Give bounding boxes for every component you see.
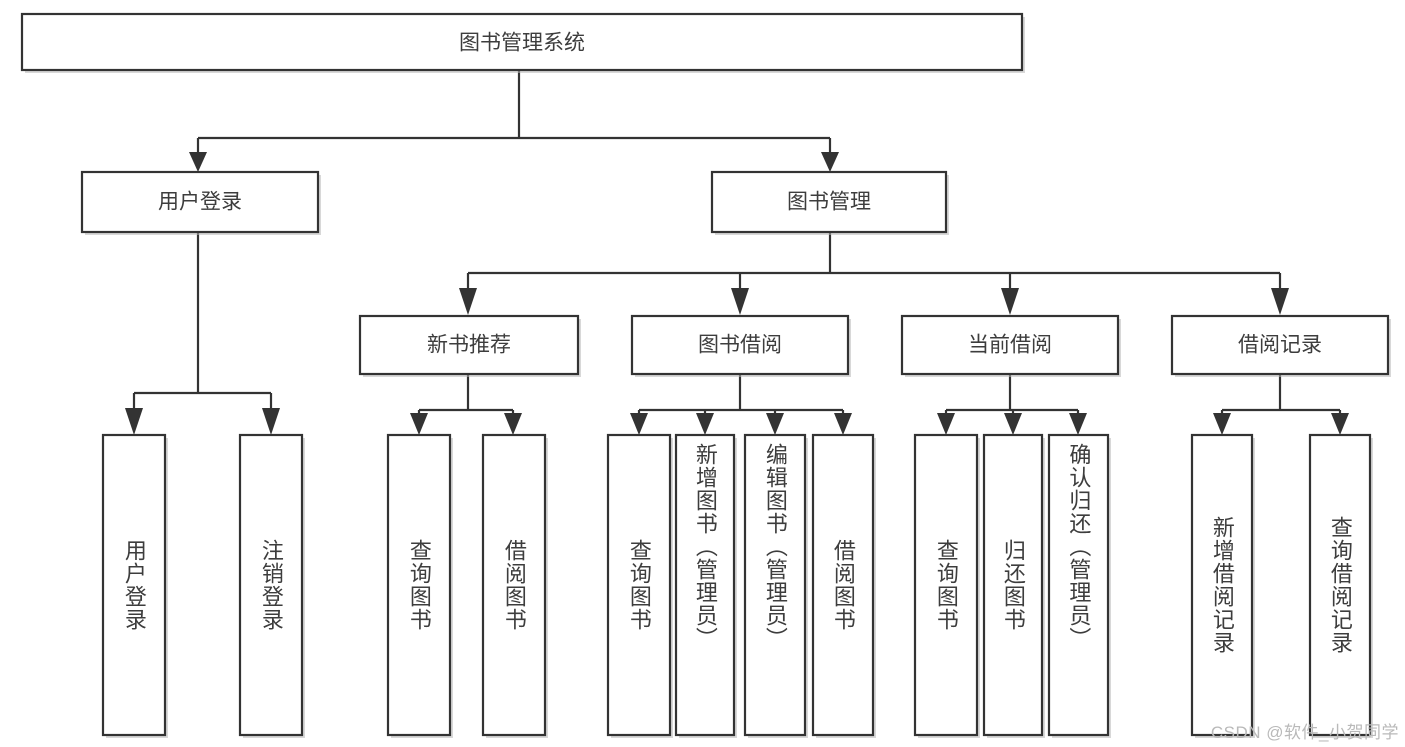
leaf-borrow-record-1[interactable] [1190,433,1255,738]
node-book-management-label: 图书管理 [787,191,871,214]
arrow-bookmgmt-to-newbook [459,288,477,315]
node-user-login-label: 用户登录 [158,191,242,214]
leaf-user-login-1[interactable] [101,433,168,738]
arrow-record-leaf-1 [1213,413,1231,435]
node-book-borrow[interactable]: 图书借阅 [630,314,851,377]
leaf-book-borrow-3[interactable] [743,433,808,738]
arrow-login-leaf-1 [125,408,143,435]
arrow-bookmgmt-to-record [1271,288,1289,315]
arrow-record-leaf-2 [1331,413,1349,435]
arrow-current-leaf-1 [937,413,955,435]
leaf-book-borrow-2[interactable] [674,433,737,738]
leaf-new-book-2[interactable] [481,433,548,738]
arrow-login-leaf-2 [262,408,280,435]
leaf-user-login-2[interactable] [238,433,305,738]
leaf-new-book-1[interactable] [386,433,453,738]
node-borrow-record[interactable]: 借阅记录 [1170,314,1391,377]
arrow-borrow-leaf-4 [834,413,852,435]
arrow-borrow-leaf-2 [696,413,714,435]
arrow-bookmgmt-to-current [1001,288,1019,315]
node-user-login[interactable]: 用户登录 [80,170,321,235]
node-current-borrow[interactable]: 当前借阅 [900,314,1121,377]
arrow-newbook-leaf-1 [410,413,428,435]
node-current-borrow-label: 当前借阅 [968,334,1052,357]
nodes-layer: 图书管理系统 用户登录 图书管理 新书推荐 [20,12,1391,738]
node-root-label: 图书管理系统 [459,32,585,55]
arrow-newbook-leaf-2 [504,413,522,435]
leaf-current-borrow-1[interactable] [913,433,980,738]
node-new-book-recommend-label: 新书推荐 [427,334,511,357]
arrow-root-to-bookmgmt [821,152,839,172]
node-new-book-recommend[interactable]: 新书推荐 [358,314,581,377]
node-book-borrow-label: 图书借阅 [698,334,782,357]
leaf-book-borrow-1[interactable] [606,433,673,738]
arrow-current-leaf-2 [1004,413,1022,435]
arrow-bookmgmt-to-borrow [731,288,749,315]
arrow-current-leaf-3 [1069,413,1087,435]
leaf-borrow-record-2[interactable] [1308,433,1373,738]
leaf-current-borrow-2[interactable] [982,433,1045,738]
leaf-book-borrow-4[interactable] [811,433,876,738]
csdn-watermark: CSDN @软件_小贺同学 [1210,723,1399,742]
arrow-root-to-login [189,152,207,172]
node-root[interactable]: 图书管理系统 [20,12,1025,73]
node-book-management[interactable]: 图书管理 [710,170,949,235]
leaf-current-borrow-3[interactable] [1047,433,1111,738]
arrow-borrow-leaf-1 [630,413,648,435]
arrow-borrow-leaf-3 [766,413,784,435]
connectors-layer [125,70,1349,435]
node-borrow-record-label: 借阅记录 [1238,334,1322,357]
